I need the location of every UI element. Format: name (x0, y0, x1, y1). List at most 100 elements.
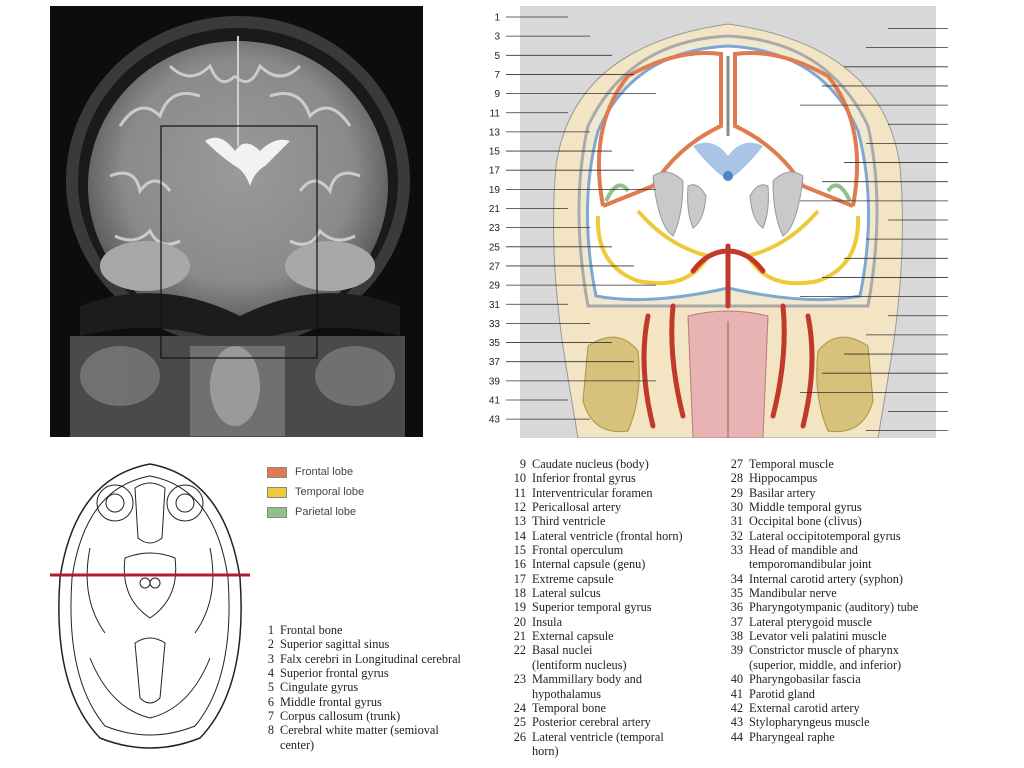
key-item-text: External carotid artery (749, 701, 860, 715)
key-item-text: Hippocampus (749, 471, 817, 485)
key-item-number: 43 (725, 715, 749, 729)
key-item-text: Basilar artery (749, 486, 816, 500)
key-item-number: 23 (508, 672, 532, 701)
diagram-label-number: 3 (494, 32, 500, 43)
key-item-number: 6 (256, 695, 280, 709)
key-item-text: Middle temporal gyrus (749, 500, 862, 514)
key-item-text: Temporal bone (532, 701, 606, 715)
key-item-number: 5 (256, 680, 280, 694)
key-item-number: 13 (508, 514, 532, 528)
diagram-label-number: 21 (489, 204, 501, 215)
key-item-text: Temporal muscle (749, 457, 834, 471)
key-item-number: 14 (508, 529, 532, 543)
key-item-number: 34 (725, 572, 749, 586)
key-item-text: Head of mandible and temporomandibular j… (749, 543, 872, 572)
legend-label: Temporal lobe (295, 486, 364, 498)
diagram-label-number: 39 (489, 376, 501, 387)
diagram-label-number: 43 (489, 415, 501, 426)
key-item-text: Mandibular nerve (749, 586, 837, 600)
key-item-number: 44 (725, 730, 749, 744)
key-item-text: Internal capsule (genu) (532, 557, 645, 571)
key-item-number: 17 (508, 572, 532, 586)
key-item-number: 4 (256, 666, 280, 680)
key-item-text: Extreme capsule (532, 572, 614, 586)
key-item-number: 25 (508, 715, 532, 729)
key-item-number: 24 (508, 701, 532, 715)
key-item-number: 3 (256, 652, 280, 666)
diagram-label-number: 29 (489, 281, 501, 292)
key-item-number: 42 (725, 701, 749, 715)
lobe-legend: Frontal lobe Temporal lobe Parietal lobe (267, 462, 364, 522)
key-item-text: Parotid gland (749, 687, 815, 701)
key-item-number: 37 (725, 615, 749, 629)
key-item-text: Constrictor muscle of pharynx (superior,… (749, 643, 901, 672)
key-item-text: Pharyngobasilar fascia (749, 672, 861, 686)
diagram-label-number: 5 (494, 51, 500, 62)
diagram-label-number: 17 (489, 166, 501, 177)
key-item-text: Lateral ventricle (temporal horn) (532, 730, 664, 759)
key-item-number: 33 (725, 543, 749, 572)
key-item-number: 8 (256, 723, 280, 752)
diagram-label-number: 31 (489, 300, 501, 311)
key-item-number: 9 (508, 457, 532, 471)
key-item-number: 18 (508, 586, 532, 600)
key-item-number: 15 (508, 543, 532, 557)
legend-swatch-temporal (267, 487, 287, 498)
legend-label: Frontal lobe (295, 466, 353, 478)
key-item-number: 29 (725, 486, 749, 500)
key-item-number: 31 (725, 514, 749, 528)
key-item-text: Lateral sulcus (532, 586, 601, 600)
key-item-text: Superior sagittal sinus (280, 637, 389, 651)
key-item-text: Inferior frontal gyrus (532, 471, 636, 485)
key-item-text: Frontal operculum (532, 543, 623, 557)
key-item-text: Cingulate gyrus (280, 680, 358, 694)
diagram-label-number: 9 (494, 89, 500, 100)
key-item-number: 30 (725, 500, 749, 514)
key-item-number: 40 (725, 672, 749, 686)
key-item-number: 21 (508, 629, 532, 643)
key-item-text: Lateral occipitotemporal gyrus (749, 529, 901, 543)
key-item-text: Occipital bone (clivus) (749, 514, 862, 528)
key-item-number: 26 (508, 730, 532, 759)
key-item-number: 41 (725, 687, 749, 701)
key-item-text: Cerebral white matter (semioval center) (280, 723, 439, 752)
key-item-number: 39 (725, 643, 749, 672)
key-item-text: Pericallosal artery (532, 500, 621, 514)
diagram-label-number: 37 (489, 357, 501, 368)
legend-item-frontal: Frontal lobe (267, 462, 364, 482)
coronal-section-diagram: 1357911131517192123252729313335373941432… (478, 6, 950, 438)
key-item-text: Interventricular foramen (532, 486, 653, 500)
key-item-number: 35 (725, 586, 749, 600)
key-item-text: Superior temporal gyrus (532, 600, 652, 614)
key-item-text: Posterior cerebral artery (532, 715, 651, 729)
key-item-text: Corpus callosum (trunk) (280, 709, 400, 723)
key-item-text: Insula (532, 615, 562, 629)
mri-coronal-image (50, 6, 423, 437)
diagram-label-number: 19 (489, 185, 501, 196)
